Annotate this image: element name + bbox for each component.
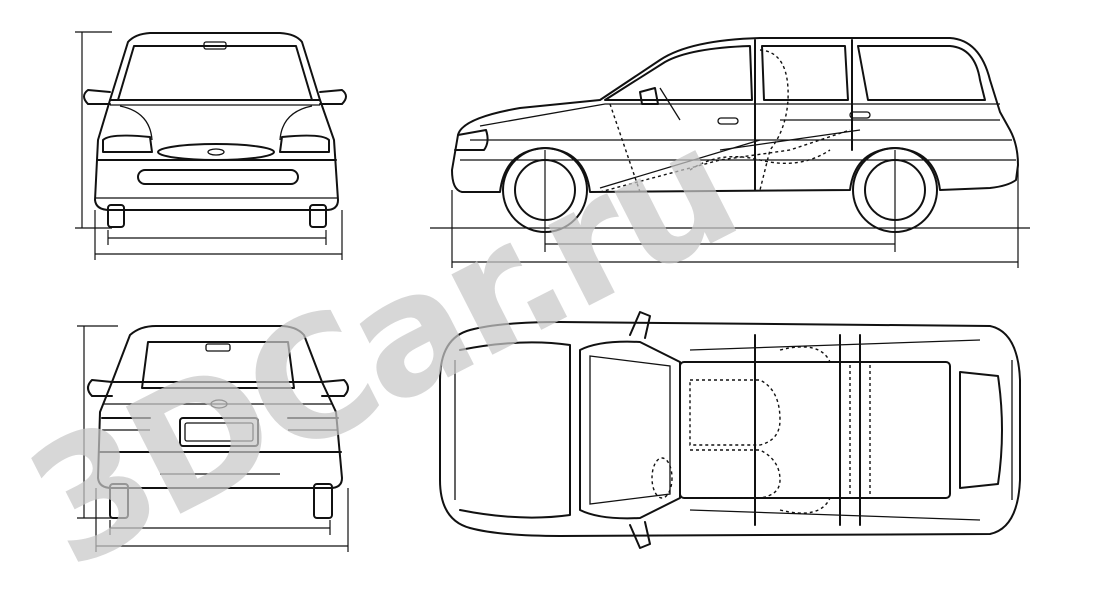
front-view: [75, 31, 347, 260]
rear-view: [77, 325, 349, 552]
side-view: [430, 37, 1030, 268]
top-view: [439, 311, 1021, 549]
